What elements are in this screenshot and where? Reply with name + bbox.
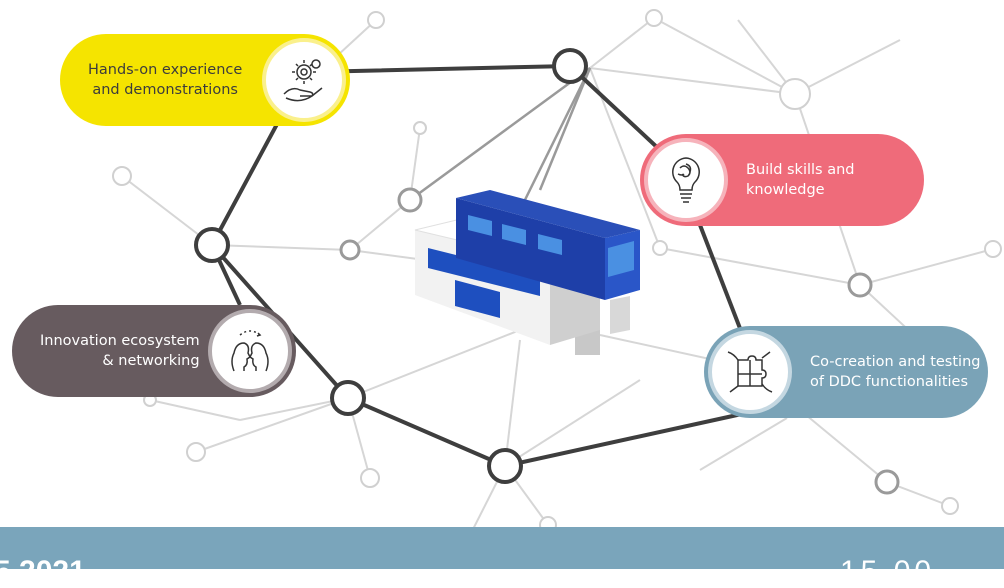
building-icon	[414, 190, 640, 355]
dark-nodes	[194, 48, 588, 484]
pill-ecosystem-label: Innovation ecosystem & networking	[40, 333, 200, 369]
pill-ecosystem: Innovation ecosystem & networking	[12, 305, 296, 397]
pill-hands-on: Hands-on experience and demonstrations	[60, 34, 350, 126]
pill-hands-on-label: Hands-on experience and demonstrations	[88, 62, 243, 98]
puzzle-hands-icon	[708, 330, 792, 414]
medium-nodes	[339, 187, 900, 495]
pill-skills: Build skills and knowledge	[640, 134, 924, 226]
pill-cocreation-label: Co-creation and testing of DDC functiona…	[810, 354, 981, 390]
footer-date: 5 2021	[0, 555, 86, 588]
pill-cocreation: Co-creation and testing of DDC functiona…	[704, 326, 988, 418]
footer-page-number: 15 00	[840, 555, 936, 588]
two-heads-icon	[208, 309, 292, 393]
medium-network-lines	[409, 66, 592, 211]
lightbulb-brain-icon	[644, 138, 728, 222]
footer-bar: 5 2021 15 00	[0, 527, 1004, 587]
hand-gears-icon	[262, 38, 346, 122]
pill-skills-label: Build skills and knowledge	[746, 162, 855, 198]
